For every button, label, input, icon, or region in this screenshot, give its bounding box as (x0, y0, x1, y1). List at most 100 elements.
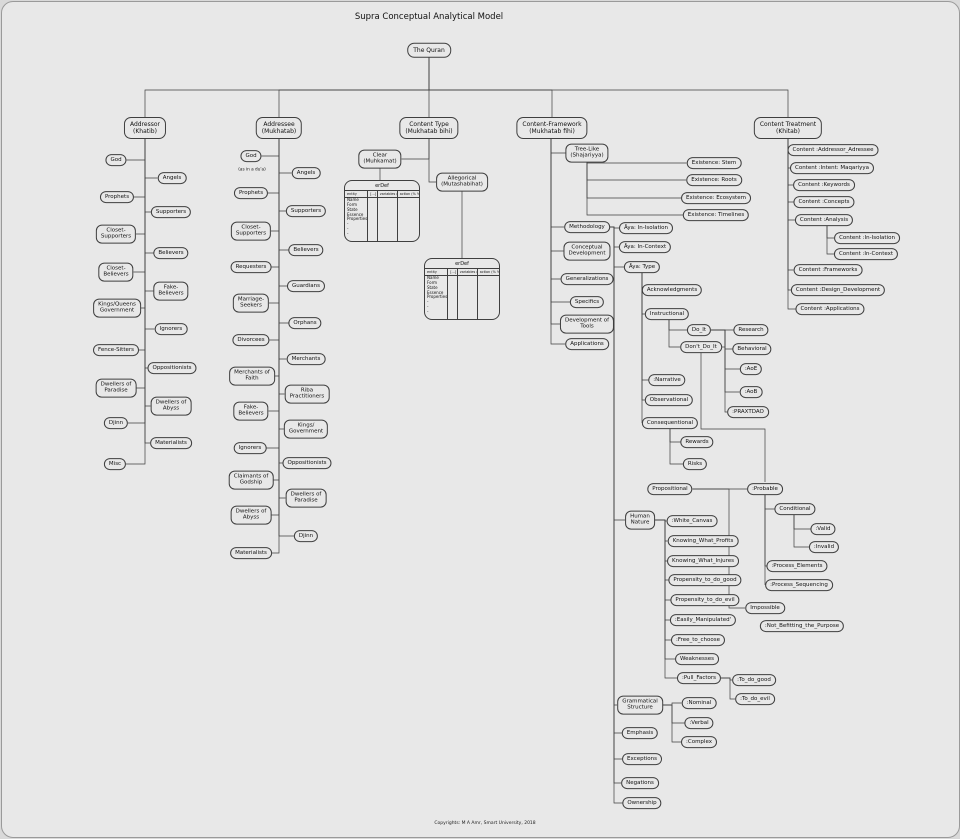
node-dwellers-paradise1: Dwellers of Paradise (95, 378, 137, 398)
connector (428, 139, 436, 183)
node-djinn1: Djinn (103, 417, 129, 429)
connector (401, 139, 430, 160)
node-gram-structure: Grammatical Structure (617, 695, 663, 715)
copyright-footer: Copyrights: M A Amr, Smart University, 2… (434, 821, 536, 826)
erdef-row-label: - (347, 230, 349, 236)
connector (787, 139, 791, 291)
node-fake-believers1: Fake- Believers (153, 281, 189, 301)
diagram-title: Supra Conceptual Analytical Model (354, 12, 504, 22)
node-ignorers2: Ignorers (233, 442, 267, 454)
node-allegorical: Allegorical (Mutashabihat) (436, 172, 488, 192)
connector (271, 139, 280, 516)
erdef-row-label: - (427, 304, 429, 310)
erdef-column: action (% %) (396, 191, 419, 241)
node-conditional: Conditional (774, 503, 816, 515)
erdef-row-label: - (427, 308, 429, 314)
connector (278, 139, 292, 174)
connector (139, 139, 146, 351)
erdef-column-header: entity (425, 269, 448, 277)
node-believers2: Believers (288, 244, 324, 256)
connector (655, 519, 670, 621)
node-risks: Risks (682, 458, 708, 470)
connector (134, 139, 146, 198)
node-verbal: :Verbal (684, 717, 714, 729)
erdef-row-label: Properties (347, 216, 368, 222)
node-negations: Negations (621, 777, 659, 789)
node-ct-intent: Content :Intent: Maqariyya (789, 162, 875, 174)
connector (126, 139, 146, 465)
node-dont-do-it: Don't_Do_It (680, 341, 722, 353)
node-methodology: Methodology (564, 221, 610, 233)
node-oppositionists1: Oppositionists (147, 362, 197, 374)
connector (141, 139, 146, 309)
connector (278, 139, 286, 499)
connector (126, 139, 146, 161)
node-process-sequencing: :Process_Sequencing (765, 579, 833, 591)
erdef-title: erDef (425, 259, 499, 270)
node-ex-ecosystem: Existence: Ecosystem (681, 192, 751, 204)
connector (278, 139, 289, 324)
node-closet-supporters1: Closet- Supporters (95, 224, 137, 244)
node-angels1: Angels (157, 172, 187, 184)
node-ct-in-context: Content :In-Context (833, 248, 899, 260)
node-probable: :Probable (747, 483, 783, 495)
node-prop-good: Propensity_to_do_good (668, 574, 742, 586)
connector (428, 57, 789, 117)
connector (764, 495, 775, 510)
node-god2-sub: (as in a du'a) (238, 166, 266, 172)
erdef-row-label: Essence (427, 289, 444, 295)
node-prop-evil: Propensity_to_do_evil (670, 594, 740, 606)
node-generalizations: Generalizations (560, 273, 614, 285)
connector (655, 519, 668, 542)
node-misc: Misc (103, 458, 127, 470)
node-behavioral: Behavioral (732, 343, 772, 355)
connector (669, 429, 681, 443)
node-ct-design: Content :Design_Development (790, 284, 886, 296)
erdef-column: action (% %) (476, 269, 499, 319)
node-clear: Clear (Muhkamat) (358, 149, 402, 169)
node-requesters: Requesters (230, 261, 272, 273)
node-narrative: :Narrative (648, 374, 686, 386)
connector (271, 139, 280, 268)
connector (793, 515, 809, 548)
node-process-elements: :Process_Elements (766, 560, 828, 572)
node-not-befitting: :Not_Befitting_the_Purpose (759, 620, 845, 632)
node-merchants: Merchants (286, 353, 326, 365)
connector (669, 429, 683, 465)
connector (278, 139, 289, 251)
connector (269, 139, 280, 304)
node-to-do-evil: :To_do_evil (735, 693, 775, 705)
node-propositional: Propositional (647, 483, 693, 495)
node-believers1: Believers (153, 247, 189, 259)
node-specifics: Specifics (569, 296, 605, 308)
connector (278, 139, 294, 537)
connector (610, 226, 619, 248)
node-ct-keywords: Content :Keywords (793, 179, 855, 191)
node-impossible: Impossible (745, 602, 785, 614)
node-dwellers-paradise2: Dwellers of Paradise (285, 488, 327, 508)
node-materialists1: Materialists (150, 437, 192, 449)
node-ct-analysis: Content :Analysis (794, 214, 854, 226)
node-to-do-good: :To_do_good (732, 674, 776, 686)
connector (787, 139, 794, 271)
connector (268, 139, 280, 194)
node-quran: The Quran (407, 42, 451, 58)
connector (269, 139, 280, 341)
erdef-row-label: Form (427, 280, 438, 286)
connector (273, 139, 280, 481)
erdef-column-header: [...] (368, 192, 377, 199)
erdef-row-label: Name (427, 275, 439, 281)
node-closet-supporters2: Closet- Supporters (230, 221, 272, 241)
node-valid: :Valid (810, 523, 836, 535)
erdef-column: [...] (447, 269, 457, 319)
node-research: Research (733, 324, 769, 336)
node-complex: :Complex (681, 736, 717, 748)
node-god2: God (240, 150, 262, 162)
erdef-row-label: State (347, 206, 358, 212)
node-merchants-faith: Merchants of Faith (229, 366, 275, 386)
connector (655, 519, 677, 679)
